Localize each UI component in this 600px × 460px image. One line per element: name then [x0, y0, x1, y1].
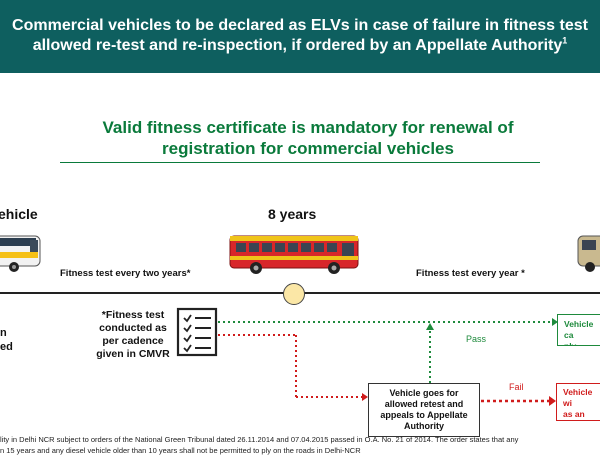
subtitle-line1: Valid fitness certificate is mandatory f…: [102, 118, 514, 137]
fail-path-to-appeal: [218, 334, 368, 401]
left-bus-icon: [0, 235, 41, 272]
middle-stage-title: 8 years: [268, 206, 317, 222]
appeal-box: Vehicle goes for allowed retest and appe…: [368, 383, 480, 437]
fail-label: Fail: [509, 382, 524, 392]
elv-outcome-box: Vehicle wi as an ELV eligible f: [556, 383, 600, 421]
pass-outcome-box: Vehicle ca ply: [557, 314, 600, 346]
subtitle-divider: [60, 162, 540, 163]
middle-bus-icon: [229, 235, 359, 274]
header-banner: Commercial vehicles to be declared as EL…: [0, 0, 600, 73]
checklist-icon: [176, 307, 218, 357]
pass-label: Pass: [466, 334, 487, 344]
pass-path-top: [218, 318, 558, 326]
milestone-8-years-marker: [283, 283, 305, 305]
subtitle: Valid fitness certificate is mandatory f…: [40, 117, 576, 159]
left-edge-text-1: n: [0, 327, 7, 339]
left-stage-title: ehicle: [0, 206, 38, 222]
footnote-line2: n 15 years and any diesel vehicle older …: [0, 446, 361, 455]
header-title-line1: Commercial vehicles to be declared as EL…: [12, 17, 588, 34]
left-edge-text-2: ed: [0, 341, 13, 353]
header-footnote-marker: 1: [562, 35, 568, 46]
header-title-line2-text: allowed re-test and re-inspection, if or…: [32, 37, 563, 54]
header-title-line2: allowed re-test and re-inspection, if or…: [0, 36, 600, 56]
right-van-icon: [577, 235, 600, 272]
pass-path-up: [426, 323, 434, 383]
left-interval-label: Fitness test every two years*: [60, 268, 191, 279]
fail-path-to-elv: [481, 396, 556, 406]
footnote: lity in Delhi NCR subject to orders of t…: [0, 434, 600, 456]
fitness-test-note: *Fitness test conducted as per cadence g…: [96, 309, 170, 360]
right-interval-label: Fitness test every year *: [416, 268, 525, 279]
subtitle-line2: registration for commercial vehicles: [162, 139, 454, 158]
footnote-line1: lity in Delhi NCR subject to orders of t…: [0, 435, 519, 444]
